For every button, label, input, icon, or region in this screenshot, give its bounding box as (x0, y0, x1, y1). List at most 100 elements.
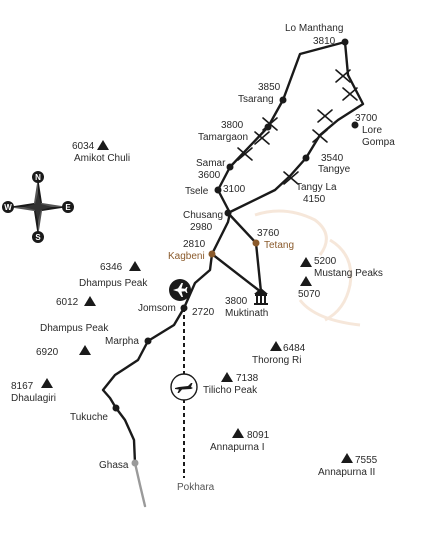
mountain-triangle-icon (97, 140, 109, 150)
lo-manthang-alt: 3810 (313, 36, 336, 47)
dhampus-peak-2-alt: 6012 (56, 297, 79, 308)
tilicho-peak-alt: 7138 (236, 373, 259, 384)
dhaulagiri-name: Dhaulagiri (11, 393, 56, 404)
kagbeni-alt: 2810 (183, 239, 206, 250)
muktinath-name: Muktinath (225, 308, 268, 319)
kagbeni-name: Kagbeni (168, 251, 205, 262)
tsele-dot (214, 186, 222, 194)
airplane-icon (169, 279, 191, 301)
mountain-triangle-icon (84, 296, 96, 306)
tamargaon-dot (264, 123, 272, 131)
cross-marker-icon (237, 147, 253, 161)
annapurna-1-alt: 8091 (247, 430, 270, 441)
compass-e-badge (62, 201, 74, 213)
cross-marker-icon (342, 87, 358, 101)
tsarang-name: Tsarang (238, 94, 274, 105)
jomsom-name: Jomsom (138, 303, 176, 314)
tangye-name: Tangye (318, 164, 351, 175)
lore-gompa-name2: Gompa (362, 137, 395, 148)
lo-manthang-name: Lo Manthang (285, 23, 343, 34)
compass-w-badge (2, 201, 14, 213)
mountain-triangle-icon (79, 345, 91, 355)
jomsom-alt: 2720 (192, 307, 215, 318)
tetang-name: Tetang (264, 240, 294, 251)
place-labels: Lo Manthang 3810 3850 Tsarang 3700 Lore … (70, 23, 395, 493)
tsarang-alt: 3850 (258, 82, 281, 93)
compass-e-label: E (65, 203, 71, 212)
watermark (254, 209, 361, 327)
compass-s-badge (32, 231, 44, 243)
annapurna-2-alt: 7555 (355, 455, 378, 466)
tsele-alt: 3100 (223, 184, 246, 195)
tsele-name: Tsele (185, 186, 209, 197)
route-west-branch (101, 40, 347, 465)
lore-gompa-name: Lore (362, 125, 382, 136)
tukuche-dot (112, 404, 120, 412)
annapurna-1-name: Annapurna I (210, 442, 265, 453)
pass-markers (237, 69, 358, 185)
route-tetang-muktinath (210, 211, 263, 294)
lore-gompa-dot (351, 121, 359, 129)
mustang-peaks-alt: 5200 (314, 256, 337, 267)
lore-gompa-alt: 3700 (355, 113, 378, 124)
peak-markers (41, 140, 353, 463)
tetang-dot (252, 239, 260, 247)
compass-n-label: N (35, 173, 41, 182)
airplane-icon (170, 373, 198, 401)
temple-icon (254, 288, 268, 305)
ghasa-dot (131, 459, 139, 467)
marpha-name: Marpha (105, 336, 139, 347)
dhampus-peak-1-alt: 6346 (100, 262, 123, 273)
samar-dot (226, 163, 234, 171)
thorong-ri-alt: 6484 (283, 343, 306, 354)
mountain-triangle-icon (300, 257, 312, 267)
muktinath-alt: 3800 (225, 296, 248, 307)
mountain-triangle-icon (300, 276, 312, 286)
tukuche-name: Tukuche (70, 412, 108, 423)
tamargaon-alt: 3800 (221, 120, 244, 131)
cross-marker-icon (312, 129, 328, 143)
cross-marker-icon (283, 171, 299, 185)
pokhara-name: Pokhara (177, 482, 215, 493)
dhaulagiri-alt: 8167 (11, 381, 34, 392)
compass-rose: N S E W (2, 171, 74, 243)
compass-n-badge (32, 171, 44, 183)
samar-alt: 3600 (198, 170, 221, 181)
cross-marker-icon (254, 131, 270, 145)
tilicho-peak-name: Tilicho Peak (203, 385, 258, 396)
tangy-la-name: Tangy La (296, 182, 337, 193)
marpha-dot (144, 337, 152, 345)
mountain-triangle-icon (341, 453, 353, 463)
tangy-la-alt: 4150 (303, 194, 326, 205)
tangye-alt: 3540 (321, 153, 344, 164)
chusang-alt: 2980 (190, 222, 213, 233)
peak-labels: 6034 Amikot Chuli 6346 Dhampus Peak 6012… (11, 141, 383, 478)
tamargaon-name: Tamargaon (198, 132, 248, 143)
annapurna-2-name: Annapurna II (318, 467, 375, 478)
mustang-peaks-name: Mustang Peaks (314, 268, 383, 279)
thorong-ri-name: Thorong Ri (252, 355, 301, 366)
route-ghasa-tail (133, 461, 147, 508)
place-dots (112, 38, 359, 467)
lo-manthang-dot (341, 38, 349, 46)
cross-marker-icon (317, 109, 333, 123)
amikot-chuli-alt: 6034 (72, 141, 95, 152)
samar-name: Samar (196, 158, 226, 169)
jomsom-dot (180, 304, 188, 312)
tsarang-dot (279, 96, 287, 104)
ghasa-name: Ghasa (99, 460, 129, 471)
dhampus-peak-1-name: Dhampus Peak (79, 278, 148, 289)
peak-6920-alt: 6920 (36, 347, 59, 358)
mountain-triangle-icon (41, 378, 53, 388)
cross-marker-icon (335, 69, 351, 83)
mountain-triangle-icon (270, 341, 282, 351)
mountain-triangle-icon (232, 428, 244, 438)
mountain-triangle-icon (129, 261, 141, 271)
trek-route (101, 40, 365, 465)
mountain-triangle-icon (221, 372, 233, 382)
tangye-dot (302, 154, 310, 162)
compass-w-label: W (4, 203, 12, 212)
compass-s-label: S (35, 233, 41, 242)
kagbeni-dot (208, 250, 216, 258)
